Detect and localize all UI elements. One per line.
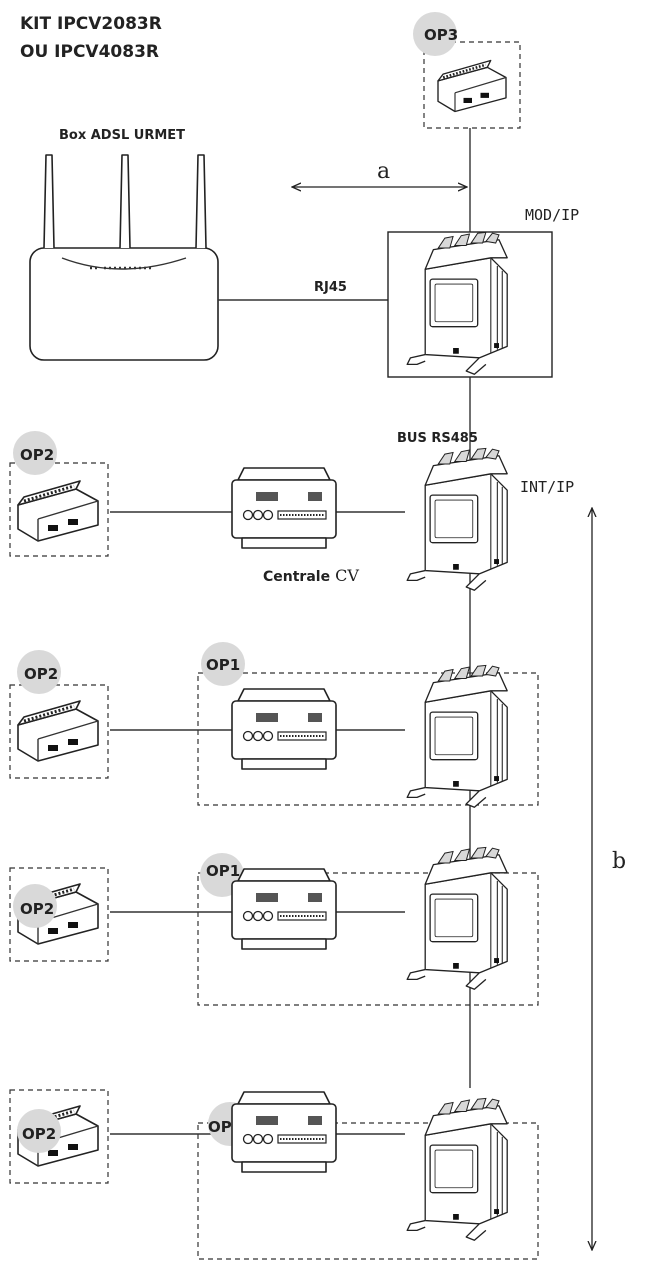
rj45-label: RJ45 bbox=[314, 280, 347, 295]
row3-op2-badge bbox=[13, 884, 57, 928]
row2-centrale-unit bbox=[231, 688, 337, 770]
row1-op2-module bbox=[16, 479, 100, 543]
kit-title-line2: OU IPCV4083R bbox=[20, 42, 159, 62]
router-label: Box ADSL URMET bbox=[59, 128, 185, 143]
op3-badge bbox=[413, 12, 457, 56]
row4-op1-group bbox=[197, 1122, 539, 1260]
centrale-cv-unit bbox=[231, 467, 337, 549]
op3-group bbox=[423, 41, 521, 129]
intip-label: INT/IP bbox=[520, 478, 574, 496]
row2-op1-badge bbox=[201, 642, 245, 686]
row4-op2-badge-label: OP2 bbox=[22, 1125, 56, 1143]
row2-op2-module bbox=[16, 699, 100, 763]
modip-label: MOD/IP bbox=[525, 206, 579, 224]
row4-op2-group bbox=[9, 1089, 109, 1184]
row3-op1-group bbox=[197, 872, 539, 1006]
dimension-b-label: b bbox=[612, 849, 626, 874]
row1-op2-badge-label: OP2 bbox=[20, 446, 54, 464]
row3-centrale-unit bbox=[231, 868, 337, 950]
row4-op2-badge bbox=[17, 1109, 61, 1153]
row4-centrale-unit bbox=[231, 1091, 337, 1173]
dimension-a-label: a bbox=[377, 159, 390, 184]
op3-badge-label: OP3 bbox=[424, 26, 458, 44]
row2-op1-group bbox=[197, 672, 539, 806]
intip-module bbox=[406, 447, 508, 591]
row2-op2-group bbox=[9, 684, 109, 779]
adsl-router bbox=[29, 154, 219, 361]
kit-title-line1: KIT IPCV2083R bbox=[20, 14, 162, 34]
row3-op1-badge-label: OP1 bbox=[206, 862, 240, 880]
row2-op1-badge-label: OP1 bbox=[206, 656, 240, 674]
row2-interface-module bbox=[406, 664, 508, 808]
row2-op2-badge-label: OP2 bbox=[24, 665, 58, 683]
centrale-cv-label: Centrale CV bbox=[263, 566, 359, 585]
row4-interface-module bbox=[406, 1097, 508, 1241]
row3-interface-module bbox=[406, 846, 508, 990]
row1-op2-badge bbox=[13, 431, 57, 475]
op3-module bbox=[436, 59, 508, 113]
row3-op2-badge-label: OP2 bbox=[20, 900, 54, 918]
row1-op2-group bbox=[9, 462, 109, 557]
row2-op2-badge bbox=[17, 650, 61, 694]
bus-rs485-label: BUS RS485 bbox=[397, 431, 478, 446]
row3-op2-group bbox=[9, 867, 109, 962]
